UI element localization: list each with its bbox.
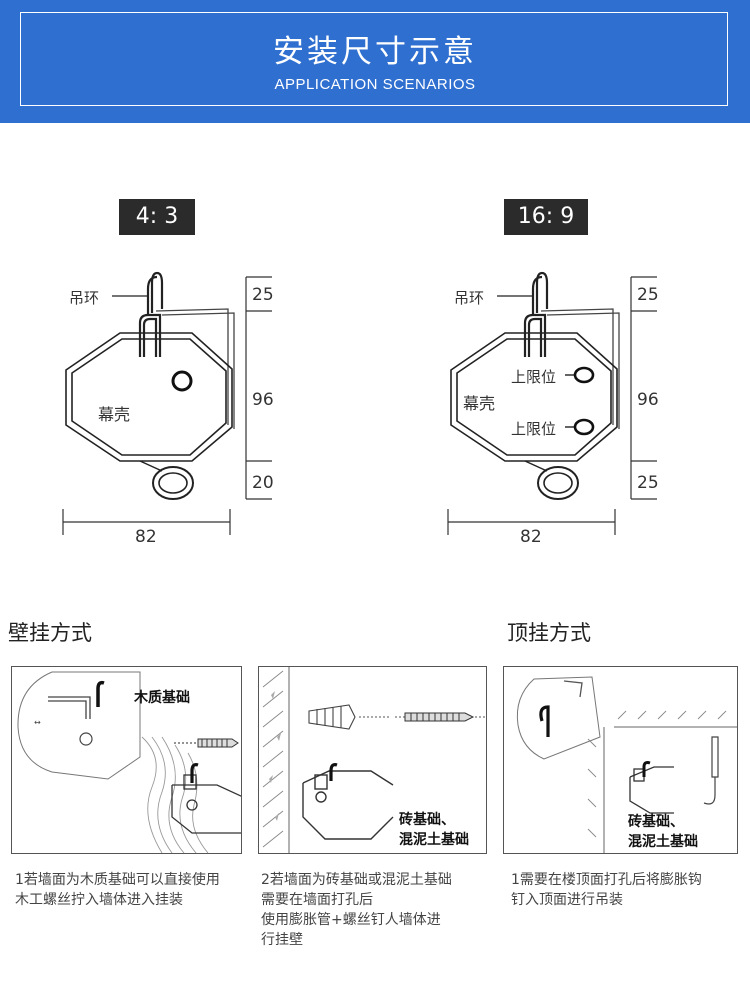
diagram-16-9: 吊环 幕壳 上限位 上限位 25 96 25 82 <box>425 265 750 555</box>
screen-case-shape <box>65 332 233 462</box>
brick-base-label-1: 砖基础、 <box>399 812 455 828</box>
caption-panel3: 1需要在楼顶面打孔后将膨胀钩 钉入顶面进行吊装 <box>511 870 743 910</box>
dim-middle-label: 96 <box>637 390 659 410</box>
wood-grain-pattern <box>141 736 209 853</box>
pull-ring-icon <box>152 466 194 500</box>
ceiling-mount-title: 顶挂方式 <box>507 621 591 645</box>
header-banner: 安装尺寸示意 APPLICATION SCENARIOS <box>0 0 750 123</box>
wall-hatch-pattern <box>262 667 290 853</box>
ceiling-base-label-1: 砖基础、 <box>628 814 684 830</box>
header-frame <box>20 12 728 106</box>
case-label: 幕壳 <box>463 394 496 413</box>
caption-line: 需要在墙面打孔后 <box>261 892 373 908</box>
mount-hole-icon <box>171 370 193 392</box>
screw-icon <box>395 712 485 722</box>
dim-width-label: 82 <box>135 527 157 547</box>
hook-icon <box>138 271 164 357</box>
ratio-badge-4-3: 4: 3 <box>119 199 195 235</box>
dim-bottom-label: 20 <box>252 473 274 493</box>
page-title: 安装尺寸示意 <box>273 34 477 70</box>
caption-line: 2若墙面为砖基础或混泥土基础 <box>261 872 452 888</box>
dim-top-label: 25 <box>252 285 274 305</box>
expansion-hook-icon <box>703 736 719 805</box>
caption-panel1: 1若墙面为木质基础可以直接使用 木工螺丝拧入墙体进入挂装 <box>15 870 247 910</box>
ceiling-base-label-2: 混泥土基础 <box>628 834 698 850</box>
case-label: 幕壳 <box>98 405 131 424</box>
screen-case-shape <box>450 332 618 462</box>
expansion-anchor-icon <box>308 704 356 730</box>
hook-label: 吊环 <box>69 289 100 307</box>
caption-line: 钉入顶面进行吊装 <box>511 892 623 908</box>
caption-line: 行挂壁 <box>261 932 303 948</box>
limit-label-upper: 上限位 <box>511 368 557 386</box>
screen-case-shape <box>629 766 674 814</box>
wood-base-label: 木质基础 <box>134 690 190 706</box>
wall-mount-title: 壁挂方式 <box>8 621 92 645</box>
diagram-4-3: 吊环 幕壳 25 96 20 82 <box>40 265 370 555</box>
dim-top-label: 25 <box>637 285 659 305</box>
ceiling-hatch-pattern <box>587 710 737 853</box>
panel-brick-wall: 砖基础、 混泥土基础 <box>258 666 487 854</box>
limit-knob-icon <box>573 418 595 436</box>
dim-middle-label: 96 <box>252 390 274 410</box>
pull-ring-icon <box>537 466 579 500</box>
screen-case-shape <box>302 770 394 840</box>
caption-panel2: 2若墙面为砖基础或混泥土基础 需要在墙面打孔后 使用膨胀管+螺丝钉人墙体进 行挂… <box>261 870 493 950</box>
hook-label: 吊环 <box>454 289 485 307</box>
page-subtitle: APPLICATION SCENARIOS <box>274 76 476 93</box>
ratio-badge-16-9: 16: 9 <box>504 199 588 235</box>
hook-icon <box>523 271 549 357</box>
panel-ceiling: 砖基础、 混泥土基础 <box>503 666 738 854</box>
caption-line: 1若墙面为木质基础可以直接使用 <box>15 872 220 888</box>
limit-label-lower: 上限位 <box>511 420 557 438</box>
svg-text:↔: ↔ <box>34 718 41 727</box>
screen-case-shape <box>171 774 241 834</box>
panel-wood-wall: ↔ 木质基础 <box>11 666 242 854</box>
dim-width-label: 82 <box>520 527 542 547</box>
limit-knob-icon <box>573 366 595 384</box>
brick-base-label-2: 混泥土基础 <box>399 832 469 848</box>
screw-icon <box>174 738 239 748</box>
caption-line: 木工螺丝拧入墙体进入挂装 <box>15 892 183 908</box>
caption-line: 使用膨胀管+螺丝钉人墙体进 <box>261 912 441 928</box>
caption-line: 1需要在楼顶面打孔后将膨胀钩 <box>511 872 702 888</box>
dim-bottom-label: 25 <box>637 473 659 493</box>
